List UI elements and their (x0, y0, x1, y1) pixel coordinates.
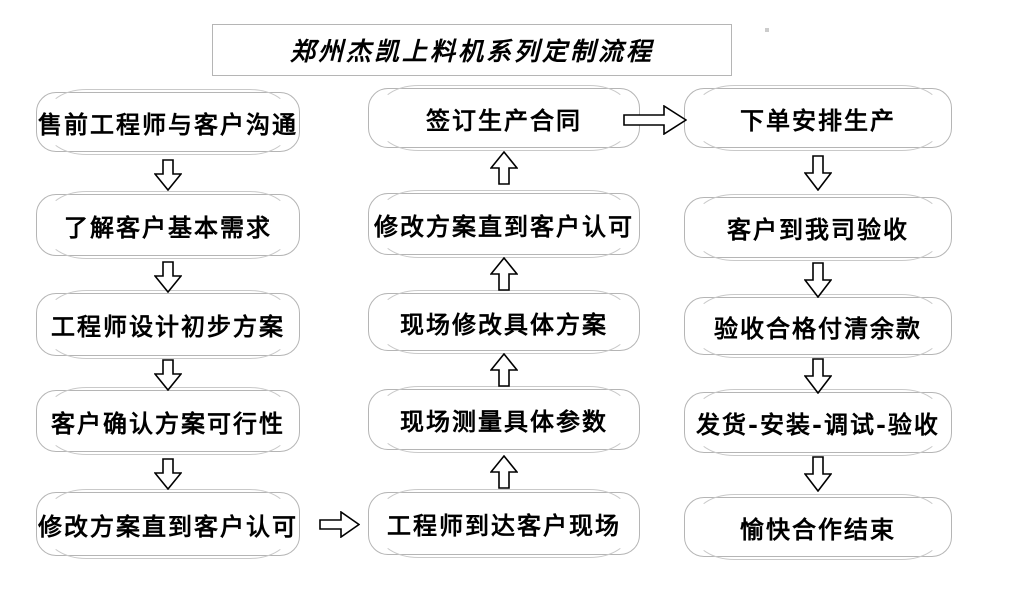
arrow-down-icon (803, 358, 833, 395)
flow-step-right-5: 愉快合作结束 (684, 494, 952, 560)
arrow-down-icon (803, 456, 833, 493)
flow-step-right-2: 客户到我司验收 (684, 194, 952, 261)
arrow-up-icon (489, 256, 519, 291)
arrow-down-icon (153, 458, 183, 491)
flow-step-right-3: 验收合格付清余款 (684, 294, 952, 358)
arrow-down-icon (803, 155, 833, 192)
arrow-right-icon (319, 510, 361, 539)
arrow-down-icon (153, 261, 183, 294)
arrow-down-icon (153, 159, 183, 192)
arrow-up-icon (489, 454, 519, 489)
flow-step-middle-1: 签订生产合同 (368, 85, 640, 151)
flow-step-middle-3: 现场修改具体方案 (368, 290, 640, 354)
arrow-down-icon (153, 359, 183, 392)
flow-step-left-3: 工程师设计初步方案 (36, 290, 300, 359)
arrow-up-icon (489, 352, 519, 387)
arrow-down-icon (803, 262, 833, 299)
flow-step-middle-2: 修改方案直到客户认可 (368, 190, 640, 258)
flow-step-left-4: 客户确认方案可行性 (36, 387, 300, 455)
arrow-up-icon (489, 150, 519, 185)
stray-dot (765, 28, 769, 32)
diagram-title: 郑州杰凯上料机系列定制流程 (212, 24, 732, 76)
flow-step-middle-5: 工程师到达客户现场 (368, 489, 640, 558)
flow-step-right-1: 下单安排生产 (684, 85, 952, 151)
flow-step-left-5: 修改方案直到客户认可 (36, 489, 300, 559)
flow-step-left-1: 售前工程师与客户沟通 (36, 89, 300, 155)
flow-step-right-4: 发货-安装-调试-验收 (684, 389, 952, 456)
flow-step-left-2: 了解客户基本需求 (36, 191, 300, 259)
flow-step-middle-4: 现场测量具体参数 (368, 386, 640, 453)
arrow-right-icon (623, 104, 688, 136)
